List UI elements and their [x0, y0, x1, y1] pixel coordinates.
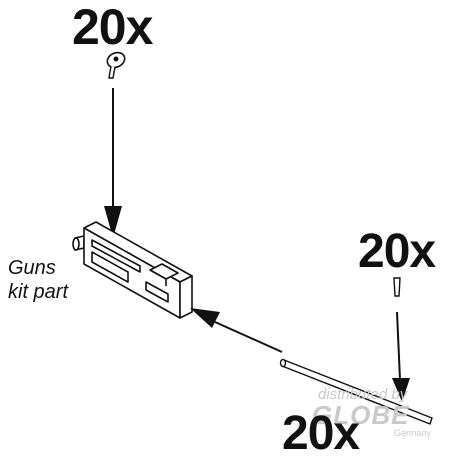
- arrow-pin-to-rod: [392, 311, 410, 402]
- right-small-part: [393, 277, 401, 297]
- gun-body-part: [72, 221, 193, 319]
- watermark-logo: GLOBE: [312, 400, 410, 430]
- part-label-line1: Guns: [8, 257, 56, 279]
- watermark-distributed-by: distributed by: [318, 386, 408, 403]
- barrel-rod: [279, 358, 433, 425]
- part-label-line2: kit part: [8, 281, 69, 303]
- quantity-right: 20x: [358, 225, 436, 278]
- arrow-rod-to-body: [190, 308, 283, 353]
- arrow-top: [104, 88, 122, 238]
- part-label: Guns kit part: [8, 256, 68, 304]
- watermark-country: Germany: [394, 428, 432, 438]
- quantity-top: 20x: [72, 0, 153, 55]
- quantity-bottom: 20x: [282, 407, 360, 460]
- top-small-part: [106, 51, 126, 79]
